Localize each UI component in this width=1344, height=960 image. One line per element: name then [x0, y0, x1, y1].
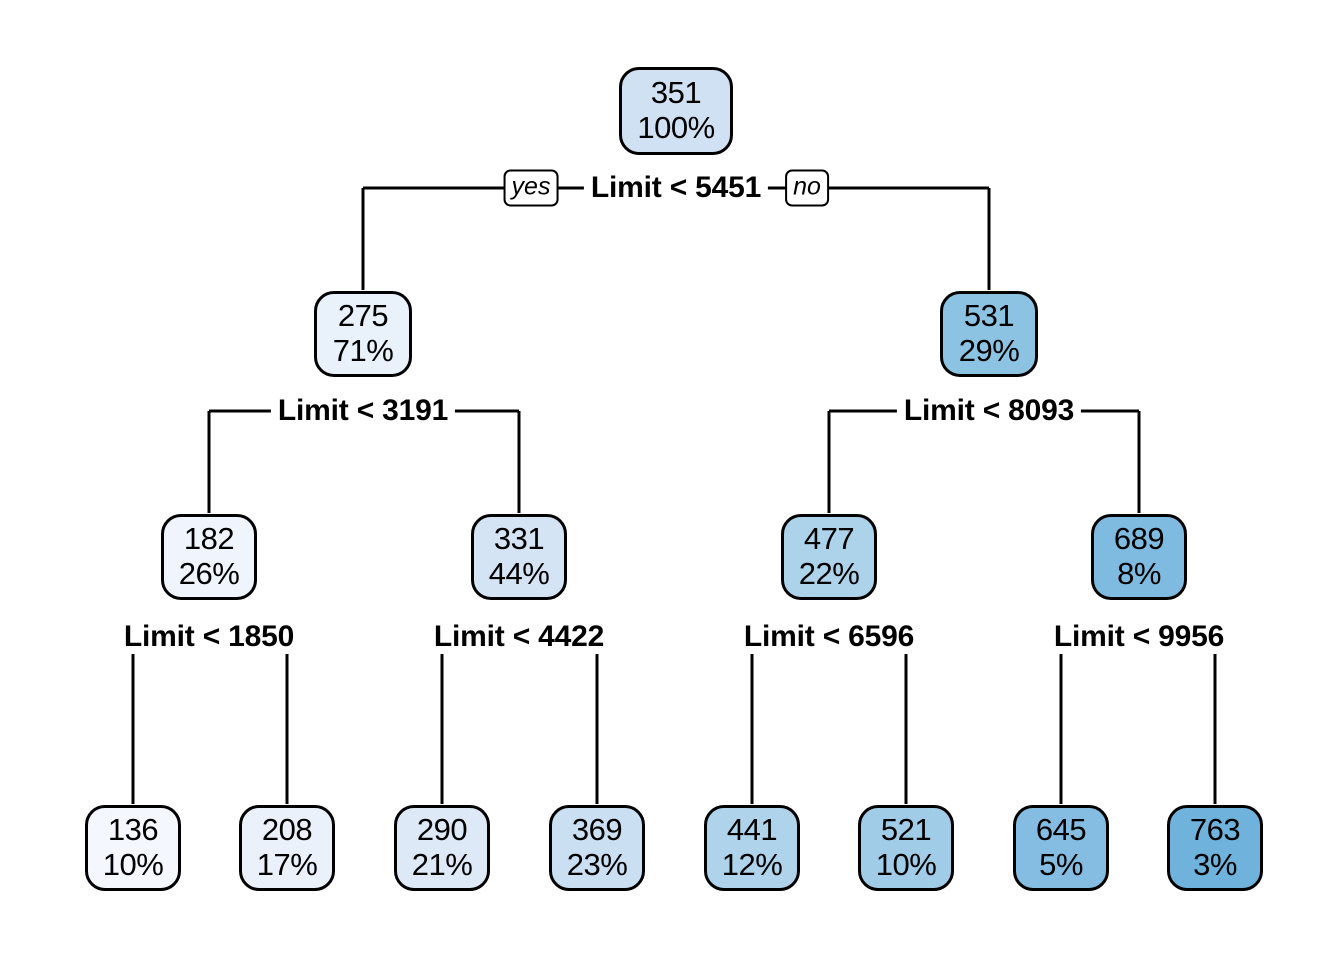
- tree-node-percent: 3%: [1193, 847, 1237, 882]
- no-branch-badge: no: [785, 169, 829, 207]
- split-label-s6: Limit < 6596: [736, 620, 922, 654]
- split-label-s3: Limit < 8093: [896, 394, 1082, 428]
- tree-node-percent: 29%: [958, 333, 1020, 368]
- tree-node-percent: 22%: [798, 556, 860, 591]
- tree-node-percent: 5%: [1039, 847, 1083, 882]
- tree-node-value: 369: [571, 812, 623, 848]
- tree-node-percent: 71%: [332, 333, 394, 368]
- tree-node-percent: 26%: [178, 556, 240, 591]
- tree-node-value: 275: [337, 298, 389, 334]
- tree-node-value: 521: [880, 812, 932, 848]
- tree-node-value: 290: [416, 812, 468, 848]
- tree-node-percent: 21%: [411, 847, 473, 882]
- tree-node-percent: 100%: [637, 110, 715, 145]
- split-label-s5: Limit < 4422: [426, 620, 612, 654]
- tree-node-percent: 8%: [1117, 556, 1161, 591]
- yes-branch-badge: yes: [503, 169, 559, 207]
- tree-node-percent: 44%: [488, 556, 550, 591]
- tree-node-percent: 10%: [875, 847, 937, 882]
- tree-node-percent: 23%: [566, 847, 628, 882]
- tree-node-value: 441: [726, 812, 778, 848]
- tree-node-value: 351: [650, 75, 702, 111]
- tree-node-value: 182: [183, 521, 235, 557]
- tree-node-value: 136: [107, 812, 159, 848]
- tree-node-percent: 10%: [102, 847, 164, 882]
- split-label-s7: Limit < 9956: [1046, 620, 1232, 654]
- tree-node-percent: 12%: [721, 847, 783, 882]
- tree-node-value: 531: [963, 298, 1015, 334]
- tree-node-value: 208: [261, 812, 313, 848]
- tree-node-value: 331: [493, 521, 545, 557]
- tree-node-percent: 17%: [256, 847, 318, 882]
- split-label-s1: Limit < 5451: [583, 171, 769, 205]
- tree-node-value: 477: [803, 521, 855, 557]
- tree-node-value: 645: [1035, 812, 1087, 848]
- split-label-s4: Limit < 1850: [116, 620, 302, 654]
- tree-node-value: 689: [1113, 521, 1165, 557]
- tree-node-value: 763: [1189, 812, 1241, 848]
- split-label-s2: Limit < 3191: [270, 394, 456, 428]
